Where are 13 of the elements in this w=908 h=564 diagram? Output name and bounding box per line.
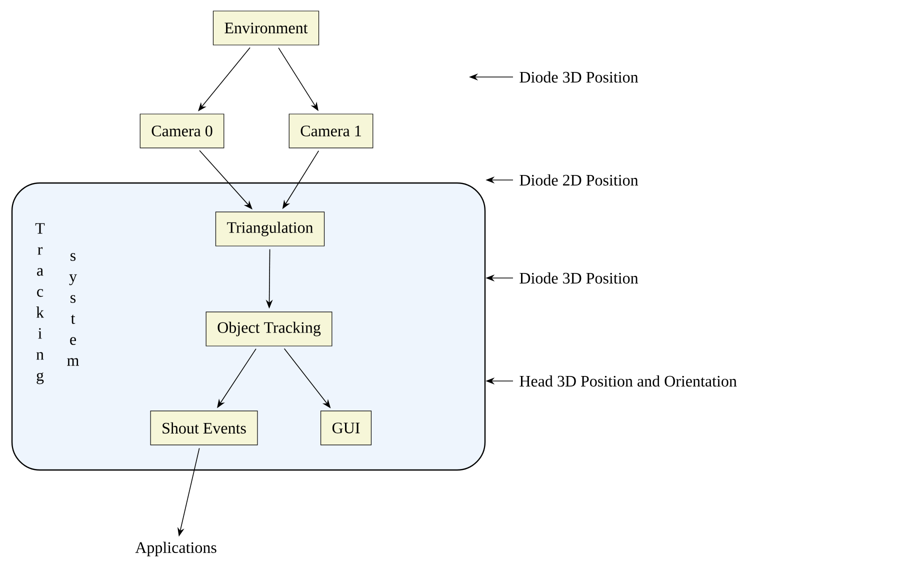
stage-label: Head 3D Position and Orientation — [520, 375, 737, 387]
process-box: GUI — [320, 410, 372, 446]
process-box: Environment — [212, 10, 320, 46]
arrow — [199, 150, 252, 210]
process-box: Triangulation — [215, 212, 325, 246]
process-box: Object Tracking — [206, 312, 332, 346]
process-box: Camera 1 — [288, 114, 374, 148]
process-box: Camera 0 — [140, 114, 224, 148]
process-box: Shout Events — [150, 410, 258, 446]
stage-label: Diode 3D Position — [520, 272, 638, 284]
stage-label: Diode 2D Position — [520, 174, 638, 186]
stage-label: Diode 3D Position — [520, 71, 638, 83]
output-label: Applications — [135, 542, 216, 556]
